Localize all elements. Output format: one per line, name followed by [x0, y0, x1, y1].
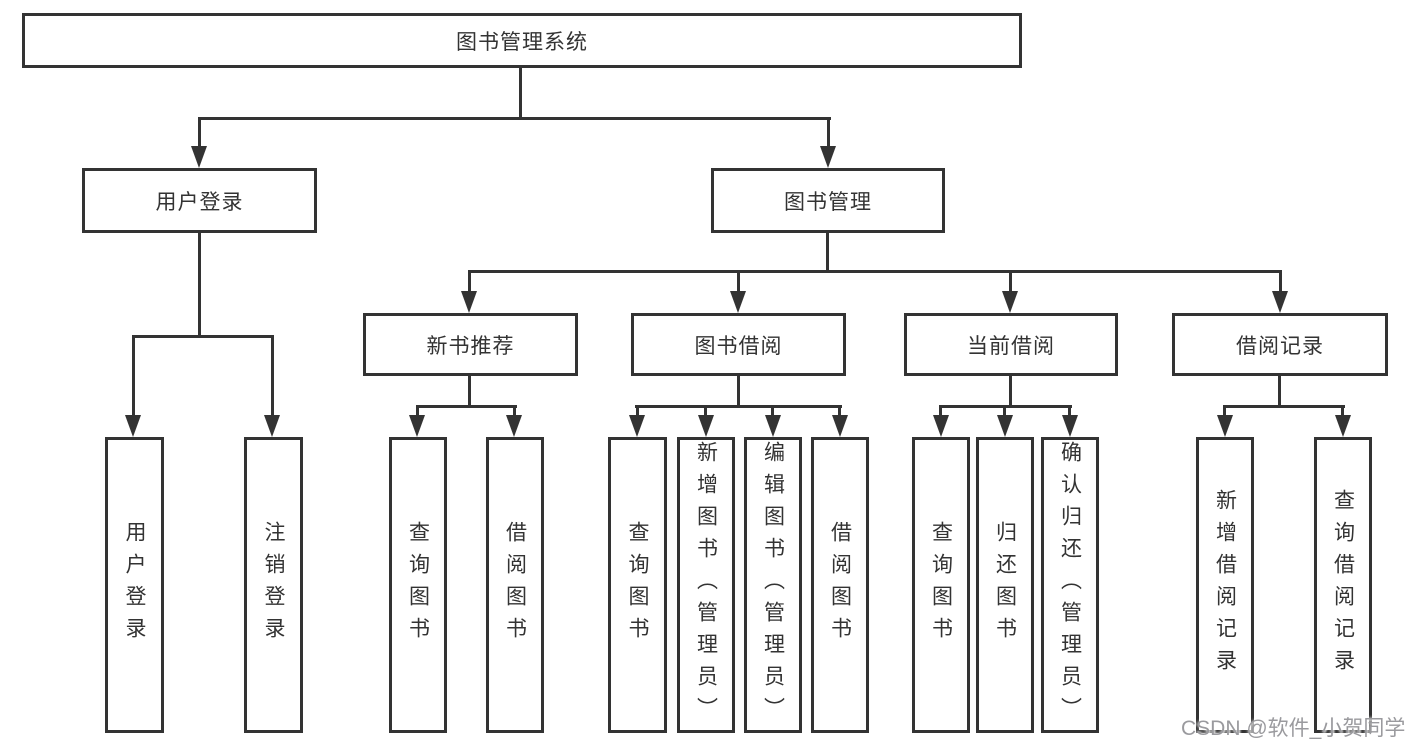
arrowhead-icon	[629, 415, 645, 437]
leaf-label: 编辑图书（管理员）	[761, 441, 785, 729]
connector-line	[1278, 376, 1281, 408]
arrowhead-icon	[997, 415, 1013, 437]
arrowhead-icon	[125, 415, 141, 437]
connector-line	[771, 405, 774, 419]
connector-line	[636, 405, 639, 419]
watermark: CSDN @软件_小贺同学	[1181, 717, 1405, 740]
leaf-query-books-2: 查询图书	[608, 437, 667, 733]
leaf-label: 查询图书	[929, 521, 953, 649]
leaf-add-book-admin: 新增图书（管理员）	[677, 437, 735, 733]
arrowhead-icon	[409, 415, 425, 437]
node-book-management: 图书管理	[711, 168, 945, 233]
connector-line	[468, 376, 471, 408]
leaf-return-books: 归还图书	[976, 437, 1034, 733]
connector-line	[635, 405, 842, 408]
leaf-label: 新增借阅记录	[1213, 489, 1237, 681]
arrowhead-icon	[933, 415, 949, 437]
arrowhead-icon	[832, 415, 848, 437]
leaf-label: 查询图书	[406, 521, 430, 649]
arrowhead-icon	[765, 415, 781, 437]
arrowhead-icon	[461, 291, 477, 313]
leaf-label: 确认归还（管理员）	[1058, 441, 1082, 729]
arrowhead-icon	[1335, 415, 1351, 437]
leaf-label: 查询图书	[626, 521, 649, 649]
connector-line	[1223, 405, 1345, 408]
leaf-edit-book-admin: 编辑图书（管理员）	[744, 437, 802, 733]
connector-line	[1009, 376, 1012, 408]
connector-line	[1341, 405, 1344, 419]
connector-line	[826, 232, 829, 273]
connector-line	[939, 405, 942, 419]
connector-line	[468, 270, 471, 295]
leaf-user-login: 用户登录	[105, 437, 164, 733]
connector-line	[704, 405, 707, 419]
leaf-borrow-books-2: 借阅图书	[811, 437, 869, 733]
leaf-label: 查询借阅记录	[1331, 489, 1355, 681]
connector-line	[132, 335, 274, 338]
arrowhead-icon	[191, 146, 207, 168]
arrowhead-icon	[1062, 415, 1078, 437]
leaf-label: 归还图书	[993, 521, 1017, 649]
node-root-library-management-system: 图书管理系统	[22, 13, 1022, 68]
connector-line	[271, 335, 274, 417]
connector-line	[468, 270, 1282, 273]
arrowhead-icon	[506, 415, 522, 437]
arrowhead-icon	[1272, 291, 1288, 313]
node-new-book-recommend: 新书推荐	[363, 313, 578, 376]
leaf-query-books-3: 查询图书	[912, 437, 970, 733]
connector-line	[416, 405, 517, 408]
connector-line	[1003, 405, 1006, 419]
leaf-label: 用户登录	[123, 521, 146, 649]
arrowhead-icon	[820, 146, 836, 168]
node-user-login: 用户登录	[82, 168, 317, 233]
arrowhead-icon	[264, 415, 280, 437]
node-book-borrow: 图书借阅	[631, 313, 846, 376]
connector-line	[416, 405, 419, 419]
connector-line	[838, 405, 841, 419]
connector-line	[513, 405, 516, 419]
connector-line	[198, 117, 201, 148]
leaf-confirm-return-admin: 确认归还（管理员）	[1041, 437, 1099, 733]
connector-line	[737, 376, 740, 408]
connector-line	[1279, 270, 1282, 295]
arrowhead-icon	[698, 415, 714, 437]
connector-line	[132, 335, 135, 417]
leaf-query-books-1: 查询图书	[389, 437, 447, 733]
leaf-label: 注销登录	[262, 521, 285, 649]
connector-line	[198, 232, 201, 338]
node-borrow-records: 借阅记录	[1172, 313, 1388, 376]
connector-line	[1223, 405, 1226, 419]
leaf-label: 借阅图书	[828, 521, 852, 649]
connector-line	[737, 270, 740, 295]
arrowhead-icon	[730, 291, 746, 313]
connector-line	[198, 117, 831, 120]
node-current-borrow: 当前借阅	[904, 313, 1118, 376]
connector-line	[1068, 405, 1071, 419]
connector-line	[519, 68, 522, 120]
connector-line	[1009, 270, 1012, 295]
arrowhead-icon	[1217, 415, 1233, 437]
leaf-query-borrow-record: 查询借阅记录	[1314, 437, 1372, 733]
leaf-label: 借阅图书	[503, 521, 527, 649]
leaf-logout: 注销登录	[244, 437, 303, 733]
leaf-borrow-books-1: 借阅图书	[486, 437, 544, 733]
arrowhead-icon	[1002, 291, 1018, 313]
leaf-add-borrow-record: 新增借阅记录	[1196, 437, 1254, 733]
connector-line	[827, 117, 830, 148]
leaf-label: 新增图书（管理员）	[694, 441, 718, 729]
